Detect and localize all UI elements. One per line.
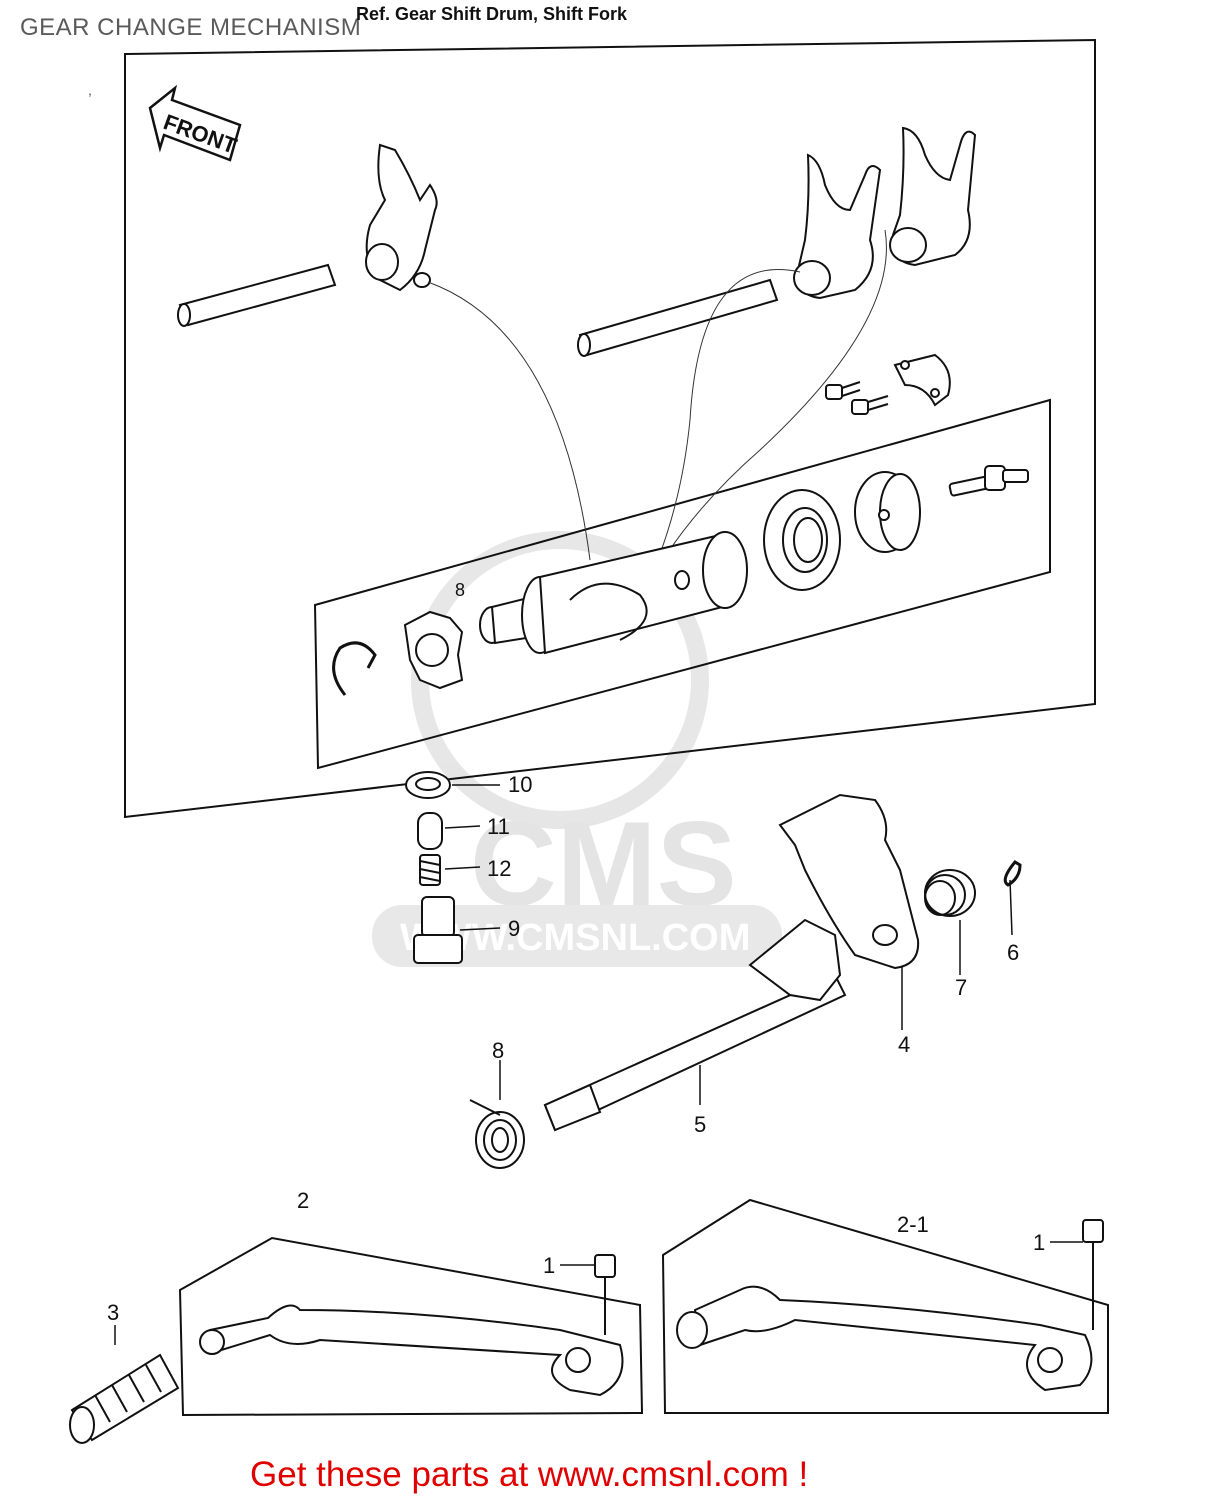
callout-6: 6 — [1007, 940, 1020, 965]
callout-11: 11 — [487, 814, 510, 839]
callout-8: 8 — [492, 1038, 505, 1063]
callout-2: 2 — [297, 1188, 310, 1213]
shift-mechanism-arm — [778, 793, 920, 970]
callout-7: 7 — [955, 975, 968, 1000]
gear-shift-drum — [479, 531, 748, 655]
shift-fork-left — [365, 143, 438, 292]
circlip-drum — [332, 641, 377, 696]
callout-9: 9 — [508, 916, 521, 941]
callout-leaders — [114, 784, 1083, 1345]
shift-rod-right — [577, 278, 779, 357]
promo-link[interactable]: Get these parts at www.cmsnl.com ! — [250, 1455, 809, 1494]
shift-rod-left — [177, 263, 337, 327]
pedal-panel-left — [178, 1236, 644, 1417]
pedal-panel-right — [661, 1198, 1109, 1414]
scan-mark: , — [88, 82, 92, 98]
shift-pedal-left — [199, 1254, 624, 1397]
cms-watermark: CMS WWW.CMSNL.COM — [372, 531, 782, 967]
reference-label: Ref. Gear Shift Drum, Shift Fork — [356, 4, 628, 24]
outer-panel-frame — [124, 38, 1096, 819]
drum-cam-plate — [854, 471, 921, 553]
drum-panel-frame — [313, 398, 1051, 770]
front-arrow-icon: FRONT — [148, 84, 242, 162]
return-spring — [924, 869, 976, 917]
circlip-shaft — [1003, 860, 1022, 887]
star-washer — [403, 610, 464, 690]
callout-2-1: 2-1 — [897, 1212, 929, 1237]
callout-1-left: 1 — [543, 1253, 556, 1278]
drum-bearing — [763, 489, 841, 591]
callout-8-drum: 8 — [455, 580, 466, 600]
shift-fork-right — [889, 126, 977, 267]
pedal-rubber — [69, 1353, 180, 1444]
cam-pin-bolt — [948, 465, 1029, 497]
gear-shift-shaft — [543, 918, 847, 1132]
detent-bolt — [413, 896, 463, 964]
callout-12: 12 — [487, 856, 512, 881]
plate-screws — [825, 381, 889, 415]
page-title: GEAR CHANGE MECHANISM — [20, 14, 362, 41]
shift-fork-middle — [793, 153, 882, 300]
callout-3: 3 — [107, 1300, 120, 1325]
callout-5: 5 — [694, 1112, 707, 1137]
torsion-spring — [469, 1099, 525, 1169]
callout-1-right: 1 — [1033, 1230, 1046, 1255]
detent-spring — [419, 854, 441, 886]
stopper-plate — [893, 353, 951, 407]
callout-4: 4 — [898, 1032, 911, 1057]
callout-10: 10 — [508, 772, 533, 797]
shift-pedal-right — [676, 1219, 1104, 1392]
detent-washer — [405, 771, 451, 799]
detent-plunger — [417, 812, 443, 850]
